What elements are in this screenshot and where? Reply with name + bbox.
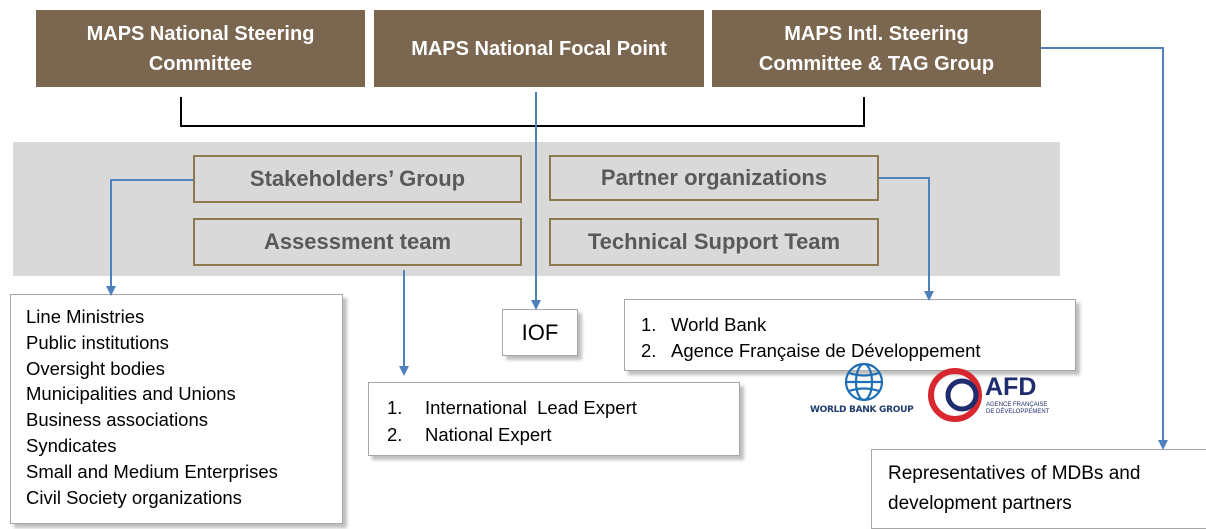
stakeholders-list-box: Line Ministries Public institutions Over… xyxy=(10,294,343,524)
assessment-team-box: Assessment team xyxy=(193,218,522,266)
national-focal-point-box: MAPS National Focal Point xyxy=(374,10,704,87)
list-item: 1. World Bank xyxy=(641,314,767,335)
list-item: Line Ministries xyxy=(26,306,145,327)
partner-organizations-box: Partner organizations xyxy=(549,155,879,201)
intl-steering-committee-box: MAPS Intl. Steering Committee & TAG Grou… xyxy=(712,10,1041,87)
national-steering-committee-box: MAPS National Steering Committee xyxy=(36,10,365,87)
list-item: 2. National Expert xyxy=(387,424,552,445)
afd-rings-icon xyxy=(928,368,982,422)
stakeholders-group-box: Stakeholders’ Group xyxy=(193,155,522,203)
list-item: Civil Society organizations xyxy=(26,486,242,508)
list-item: Public institutions xyxy=(26,331,169,353)
connector-intl-to-mdb xyxy=(1041,47,1168,450)
iof-box: IOF xyxy=(502,309,578,356)
globe-icon xyxy=(844,362,884,402)
list-item: Business associations xyxy=(26,409,209,431)
steering-bracket xyxy=(180,97,865,127)
afd-logo: AFD AGENCE FRANÇAISE DE DÉVELOPPEMENT xyxy=(925,366,1055,424)
list-item: 2. Agence Française de Développement xyxy=(641,340,981,361)
technical-support-team-box: Technical Support Team xyxy=(549,218,879,266)
assessment-list-box: 1. International Lead Expert 2. National… xyxy=(368,382,740,456)
list-item: Syndicates xyxy=(26,434,117,456)
list-item: Municipalities and Unions xyxy=(26,383,236,405)
list-item: 1. International Lead Expert xyxy=(387,397,637,418)
list-item: Oversight bodies xyxy=(26,357,165,379)
world-bank-group-logo: WORLD BANK GROUP xyxy=(806,360,922,422)
connector-partners-to-list xyxy=(879,177,934,301)
list-item: Small and Medium Enterprises xyxy=(26,460,278,482)
connector-stakeholders-to-list xyxy=(106,179,193,296)
connectors-layer xyxy=(106,47,1168,450)
